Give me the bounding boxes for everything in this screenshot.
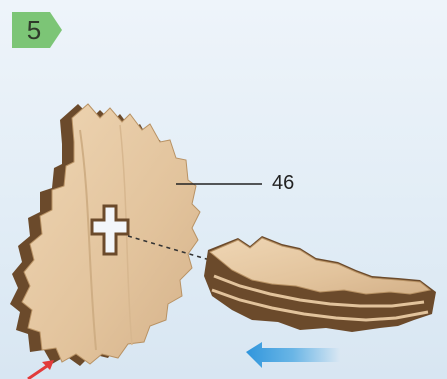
step-number: 5 [12, 12, 56, 48]
gear-part [10, 104, 200, 366]
step-badge: 5 [12, 12, 62, 48]
arrow-left-icon [246, 342, 340, 368]
axle-part [204, 236, 436, 332]
part-number-label: 46 [272, 172, 294, 195]
arrow-up-right-icon [28, 360, 54, 379]
